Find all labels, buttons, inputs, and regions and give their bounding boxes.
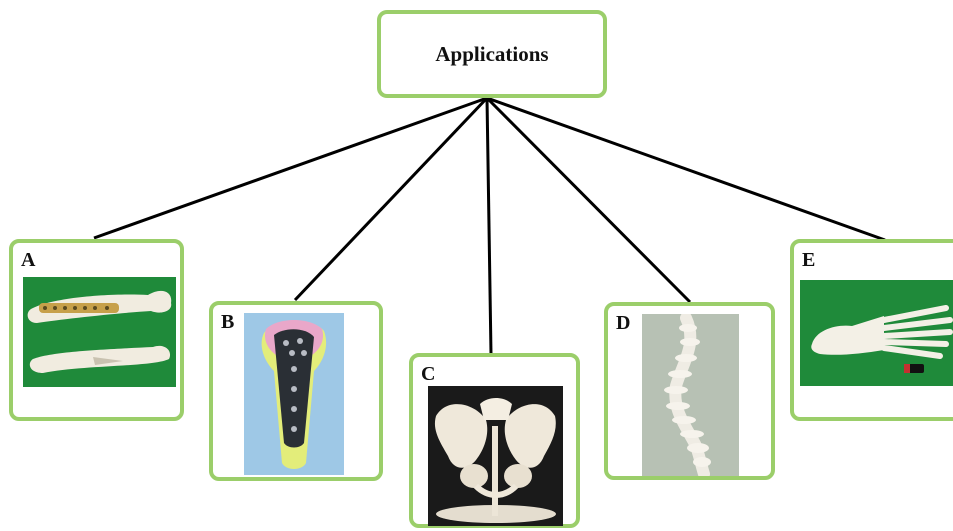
- connector-a: [94, 98, 487, 238]
- foot-skeleton-model-photo: [800, 280, 953, 386]
- panel-a-letter: A: [21, 249, 35, 272]
- panel-e: E: [790, 239, 953, 421]
- panel-b-letter: B: [221, 311, 234, 334]
- panel-c-letter: C: [421, 363, 435, 386]
- root-title: Applications: [435, 42, 548, 67]
- connector-b: [295, 98, 487, 300]
- panel-c: C: [409, 353, 580, 528]
- panel-a: A: [9, 239, 184, 421]
- applications-root-box: Applications: [377, 10, 607, 98]
- panel-b: B: [209, 301, 383, 481]
- femur-plate-model-photo: [244, 313, 344, 475]
- spine-model-photo: [642, 314, 739, 476]
- panel-d: D: [604, 302, 775, 480]
- connector-e: [487, 98, 885, 240]
- panel-d-letter: D: [616, 312, 630, 335]
- humerus-plate-model-photo: [23, 277, 176, 387]
- connector-c: [487, 98, 491, 354]
- panel-e-letter: E: [802, 249, 815, 272]
- pelvis-model-photo: [428, 386, 563, 526]
- connector-d: [487, 98, 690, 302]
